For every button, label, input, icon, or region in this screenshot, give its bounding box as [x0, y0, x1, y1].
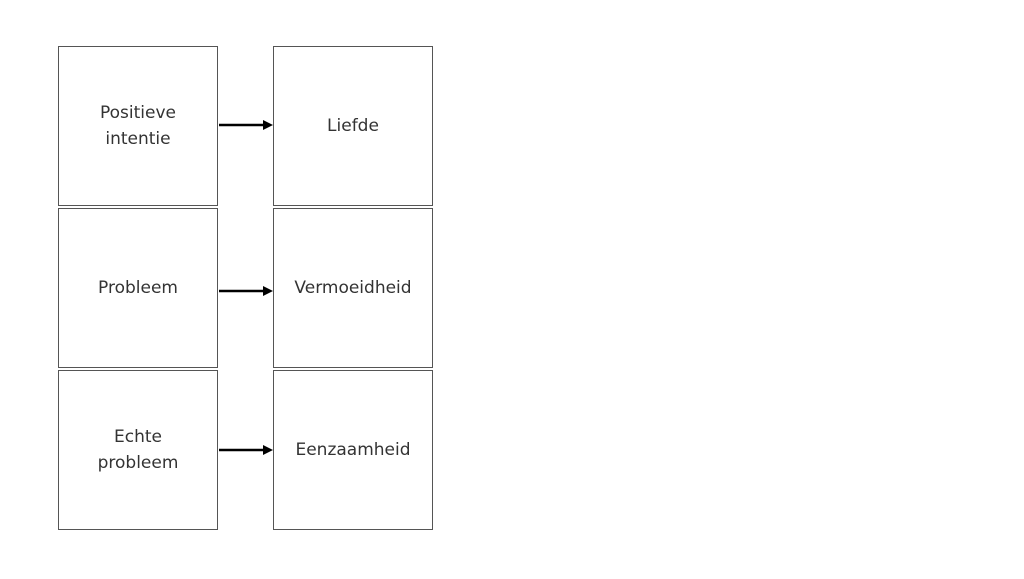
- cause-box-positieve-intentie: Positieve intentie: [58, 46, 218, 206]
- arrow-icon: [219, 286, 273, 296]
- effect-label: Vermoeidheid: [294, 278, 412, 298]
- effect-box-liefde: Liefde: [273, 46, 433, 206]
- cause-box-echte-probleem: Echte probleem: [58, 370, 218, 530]
- effect-box-eenzaamheid: Eenzaamheid: [273, 370, 433, 530]
- cause-box-probleem: Probleem: [58, 208, 218, 368]
- effect-box-vermoeidheid: Vermoeidheid: [273, 208, 433, 368]
- cause-label: Probleem: [98, 278, 178, 298]
- effect-label: Liefde: [327, 116, 379, 136]
- cause-label: Positieve intentie: [100, 103, 176, 149]
- arrow-icon: [219, 445, 273, 455]
- effect-label: Eenzaamheid: [295, 440, 411, 460]
- cause-label: Echte probleem: [97, 427, 179, 473]
- arrow-icon: [219, 120, 273, 130]
